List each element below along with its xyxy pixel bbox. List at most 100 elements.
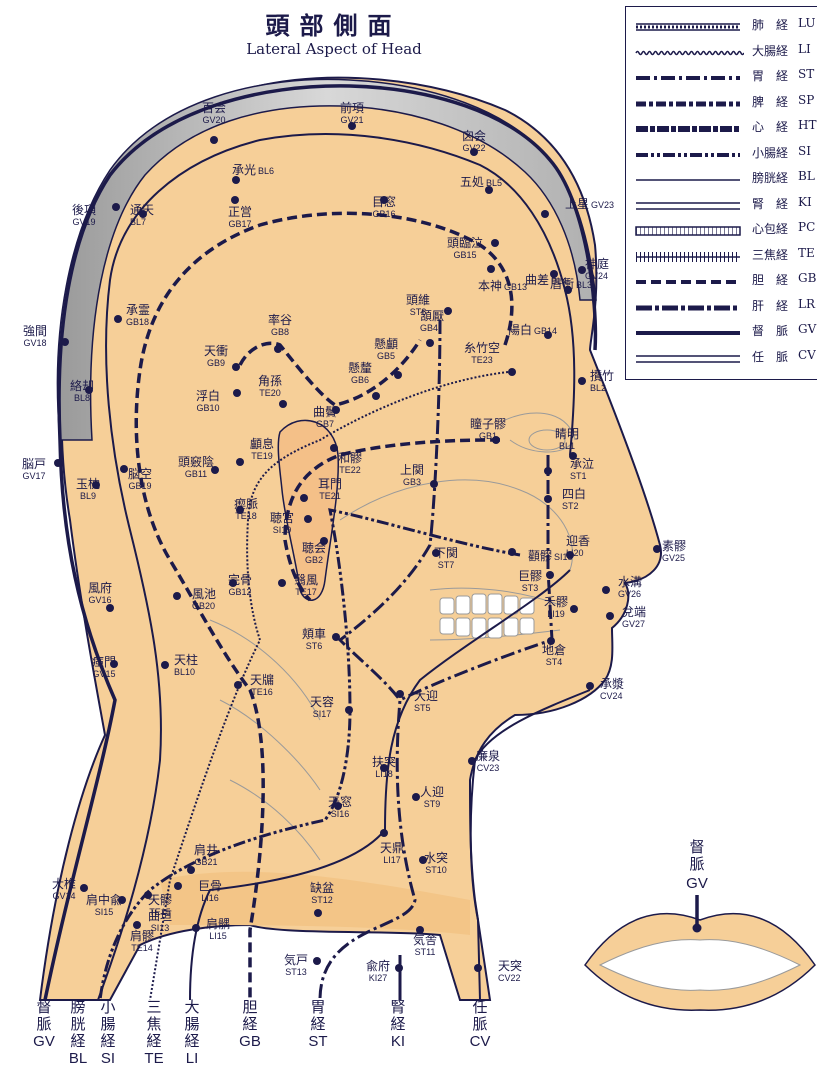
acupoint-dot xyxy=(586,682,594,690)
acupoint-name: 兌端 xyxy=(622,605,646,619)
acupoint-code: ST7 xyxy=(438,560,455,570)
acupoint-dot xyxy=(508,368,516,376)
acupoint-dot xyxy=(468,757,476,765)
acupoint-name: 頭竅陰 xyxy=(178,454,214,469)
acupoint-dot xyxy=(578,377,586,385)
acupoint-code: GB9 xyxy=(207,358,225,368)
acupoint-dot xyxy=(161,661,169,669)
inset-label-code: GV xyxy=(686,875,708,892)
acupoint-name: 天牖 xyxy=(250,673,274,687)
inset-label-char: 脈 xyxy=(689,855,704,873)
acupoint-dot xyxy=(314,909,322,917)
acupoint-dot xyxy=(330,444,338,452)
acupoint-dot xyxy=(233,389,241,397)
acupoint-name: 懸顱 xyxy=(374,336,398,351)
inset-label-char: 督 xyxy=(689,838,704,856)
acupoint-code: LI16 xyxy=(201,893,219,903)
meridian-label-code: SI xyxy=(101,1050,115,1067)
meridian-label-char: 小 xyxy=(100,998,115,1016)
acupoint-name: 瘂門 xyxy=(92,654,116,669)
acupoint-gb16: 目窓GB16 xyxy=(372,194,396,219)
acupoint-name: 聴会 xyxy=(302,541,326,555)
acupoint-code: GB18 xyxy=(126,317,149,327)
acupoint-name: 囟会 xyxy=(462,129,486,143)
acupoint-code: ST3 xyxy=(522,583,539,593)
acupoint-dot xyxy=(606,612,614,620)
acupoint-name: 兪府 xyxy=(366,958,390,973)
meridian-label-code: KI xyxy=(391,1033,405,1050)
acupoint-dot xyxy=(112,203,120,211)
meridian-label-char: 経 xyxy=(390,1015,405,1033)
acupoint-dot xyxy=(106,604,114,612)
acupoint-dot xyxy=(444,307,452,315)
acupoint-name: 翳風 xyxy=(294,573,318,587)
acupoint-name: 天髎 xyxy=(148,893,172,907)
acupoint-name: 陽白 xyxy=(508,322,532,337)
meridian-label-gv: 督脈GV xyxy=(33,998,55,1050)
acupoint-dot xyxy=(279,400,287,408)
acupoint-name: 脳戸 xyxy=(22,457,46,471)
acupoint-gv22: 囟会GV22 xyxy=(462,129,486,156)
acupoint-dot xyxy=(541,210,549,218)
acupoint-code: GB10 xyxy=(196,403,219,413)
meridian-label-code: TE xyxy=(144,1050,163,1067)
meridian-label-code: LI xyxy=(186,1050,199,1067)
acupoint-dot xyxy=(546,571,554,579)
acupoint-name: 五処 xyxy=(460,175,484,189)
acupoint-st13: 気戸ST13 xyxy=(284,952,321,977)
meridian-label-bl: 膀胱経BL xyxy=(69,998,87,1067)
acupoint-dot xyxy=(570,605,578,613)
acupoint-code: GV23 xyxy=(591,200,614,210)
meridian-label-char: 膀 xyxy=(70,998,85,1016)
acupoint-name: 頷厭 xyxy=(420,308,444,323)
acupoint-name: 曲垣 xyxy=(148,909,172,923)
acupoint-name: 曲差 xyxy=(525,273,549,287)
meridian-label-char: 経 xyxy=(146,1032,161,1050)
meridian-label-code: CV xyxy=(470,1033,491,1050)
acupoint-code: LI19 xyxy=(547,609,565,619)
meridian-label-si: 小腸経SI xyxy=(100,998,115,1067)
acupoint-dot xyxy=(430,480,438,488)
acupoint-name: 廉泉 xyxy=(476,748,500,763)
acupoint-dot xyxy=(544,495,552,503)
meridian-label-code: GB xyxy=(239,1033,261,1050)
acupoint-dot xyxy=(544,467,552,475)
acupoint-dot xyxy=(61,338,69,346)
acupoint-code: BL9 xyxy=(80,491,96,501)
acupoint-dot xyxy=(491,239,499,247)
acupoint-code: SI15 xyxy=(95,907,114,917)
acupoint-code: LI17 xyxy=(383,855,401,865)
meridian-label-char: 腸 xyxy=(100,1015,115,1033)
meridian-label-char: 脈 xyxy=(472,1015,487,1033)
acupoint-code: ST12 xyxy=(311,895,333,905)
acupoint-name: 水溝 xyxy=(618,575,642,589)
meridian-label-char: 経 xyxy=(100,1032,115,1050)
meridian-label-char: 経 xyxy=(184,1032,199,1050)
acupoint-code: CV23 xyxy=(477,763,500,773)
acupoint-dot xyxy=(345,706,353,714)
acupoint-code: TE19 xyxy=(251,451,273,461)
acupoint-code: TE22 xyxy=(339,465,361,475)
acupoint-name: 地倉 xyxy=(542,642,566,657)
acupoint-name: 正営 xyxy=(228,205,252,219)
acupoint-name: 前項 xyxy=(340,100,364,115)
acupoint-name: 扶突 xyxy=(372,754,396,769)
acupoint-code: ST11 xyxy=(415,947,436,957)
acupoint-code: ST5 xyxy=(414,703,431,713)
acupoint-name: 絡却 xyxy=(70,378,94,393)
acupoint-code: ST9 xyxy=(424,799,441,809)
acupoint-dot xyxy=(278,579,286,587)
meridian-label-char: 経 xyxy=(70,1032,85,1050)
acupoint-dot xyxy=(508,548,516,556)
acupoint-name: 素髎 xyxy=(662,539,686,553)
acupoint-dot xyxy=(412,793,420,801)
acupoint-code: TE20 xyxy=(259,388,281,398)
acupoint-code: GV18 xyxy=(23,338,46,348)
acupoint-dot xyxy=(120,465,128,473)
acupoint-name: 人迎 xyxy=(420,785,444,799)
acupoint-code: GB4 xyxy=(420,323,438,333)
inset-label: 督脈 GV xyxy=(686,838,708,892)
acupoint-name: 四白 xyxy=(562,486,586,501)
acupoint-dot xyxy=(372,392,380,400)
